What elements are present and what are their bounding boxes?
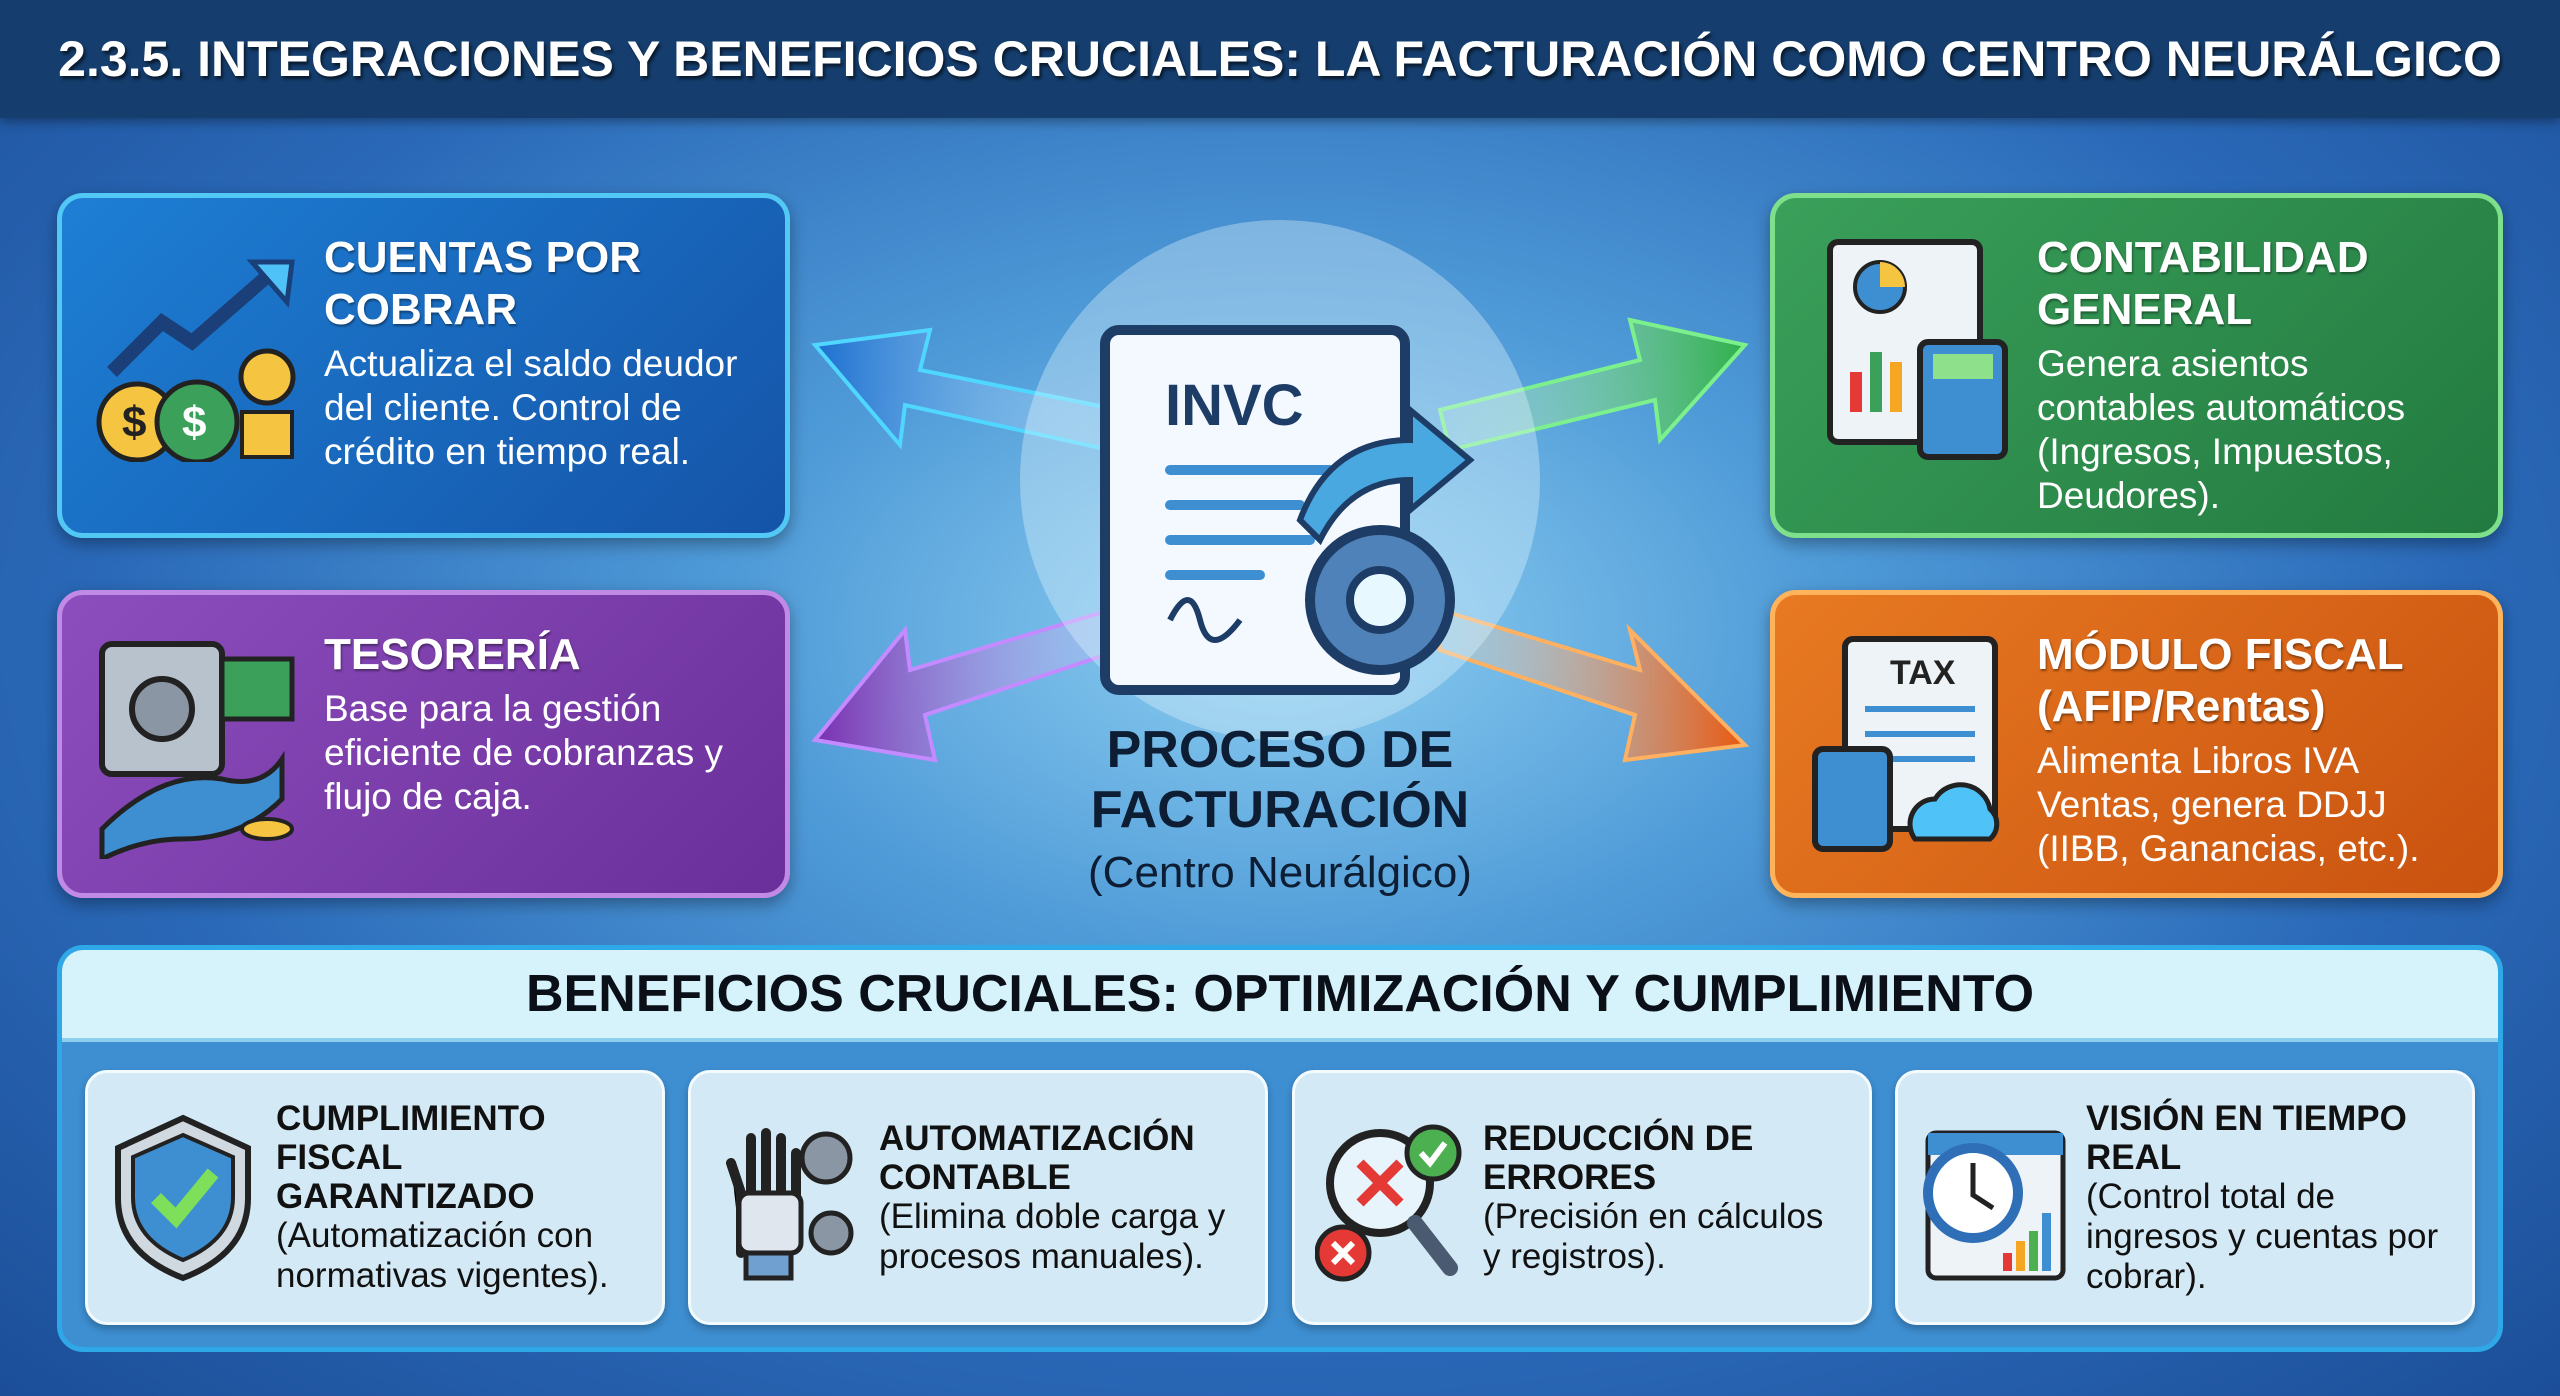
page-title: 2.3.5. INTEGRACIONES Y BENEFICIOS CRUCIA…: [58, 31, 2502, 87]
module-text: Genera asientos contables automáticos (I…: [2037, 343, 2406, 516]
arrow-to-contabilidad: [1437, 317, 1749, 453]
module-text: Actualiza el saldo deudor del cliente. C…: [324, 343, 738, 472]
ledger-calculator-icon: [1827, 239, 2008, 460]
module-cuentas-por-cobrar: $ $ CUENTAS POR COBRAR Actualiza el sald…: [57, 193, 790, 538]
benefit-title: REDUCCIÓN DE ERRORES: [1483, 1118, 1754, 1197]
invoice-gear-icon: INVC: [1020, 220, 1540, 740]
benefit-title: CUMPLIMIENTO FISCAL GARANTIZADO: [276, 1099, 546, 1216]
center-process: PROCESO DE FACTURACIÓN (Centro Neurálgic…: [980, 720, 1580, 898]
benefit-text: (Elimina doble carga y procesos manuales…: [879, 1196, 1226, 1276]
module-title: TESORERÍA: [324, 630, 581, 679]
module-contabilidad-general: CONTABILIDAD GENERAL Genera asientos con…: [1770, 193, 2503, 538]
center-title-line1: PROCESO DE: [1106, 721, 1454, 779]
module-fiscal: TAX MÓDULO FISCAL (AFIP/Rentas) Alimenta…: [1770, 590, 2503, 898]
tax-document-icon: TAX: [1812, 636, 2000, 852]
clock-dashboard-icon: [1923, 1130, 2066, 1280]
benefit-text: (Automatización con normativas vigentes)…: [276, 1216, 609, 1295]
benefit-reduccion-errores: REDUCCIÓN DE ERRORES(Precisión en cálcul…: [1292, 1070, 1872, 1325]
magnifier-errors-icon: [1315, 1124, 1462, 1281]
shield-check-icon: [115, 1114, 251, 1281]
money-bags-growth-icon: $ $: [96, 259, 296, 462]
invoice-label: INVC: [1165, 373, 1304, 438]
benefit-cumplimiento: CUMPLIMIENTO FISCAL GARANTIZADO(Automati…: [85, 1070, 665, 1325]
module-text: Base para la gestión eficiente de cobran…: [324, 688, 724, 817]
benefit-vision-tiempo-real: VISIÓN EN TIEMPO REAL(Control total de i…: [1895, 1070, 2475, 1325]
svg-text:$: $: [122, 398, 146, 447]
module-title: MÓDULO FISCAL (AFIP/Rentas): [2037, 630, 2403, 731]
module-title: CUENTAS POR COBRAR: [324, 233, 641, 334]
benefit-title: VISIÓN EN TIEMPO REAL: [2086, 1098, 2407, 1177]
center-title-line2: FACTURACIÓN: [1090, 781, 1470, 839]
module-text: Alimenta Libros IVA Ventas, genera DDJJ …: [2037, 740, 2420, 869]
module-title: CONTABILIDAD GENERAL: [2037, 233, 2369, 334]
safe-cashflow-icon: [99, 641, 295, 859]
robot-hand-gears-icon: [726, 1127, 854, 1280]
benefit-automatizacion: AUTOMATIZACIÓN CONTABLE(Elimina doble ca…: [688, 1070, 1268, 1325]
benefit-text: (Precisión en cálculos y registros).: [1483, 1196, 1824, 1276]
benefits-title: BENEFICIOS CRUCIALES: OPTIMIZACIÓN Y CUM…: [525, 965, 2035, 1023]
tax-label: TAX: [1890, 654, 1956, 692]
benefit-title: AUTOMATIZACIÓN CONTABLE: [879, 1118, 1195, 1197]
arrow-to-fiscal: [1438, 607, 1750, 763]
svg-text:$: $: [182, 398, 206, 447]
benefit-text: (Control total de ingresos y cuentas por…: [2086, 1176, 2439, 1296]
arrow-to-tesoreria: [811, 607, 1123, 763]
arrow-to-cuentas: [811, 327, 1123, 453]
center-subtitle: (Centro Neurálgico): [1088, 848, 1472, 897]
header: 2.3.5. INTEGRACIONES Y BENEFICIOS CRUCIA…: [0, 0, 2560, 118]
module-tesoreria: TESORERÍA Base para la gestión eficiente…: [57, 590, 790, 898]
